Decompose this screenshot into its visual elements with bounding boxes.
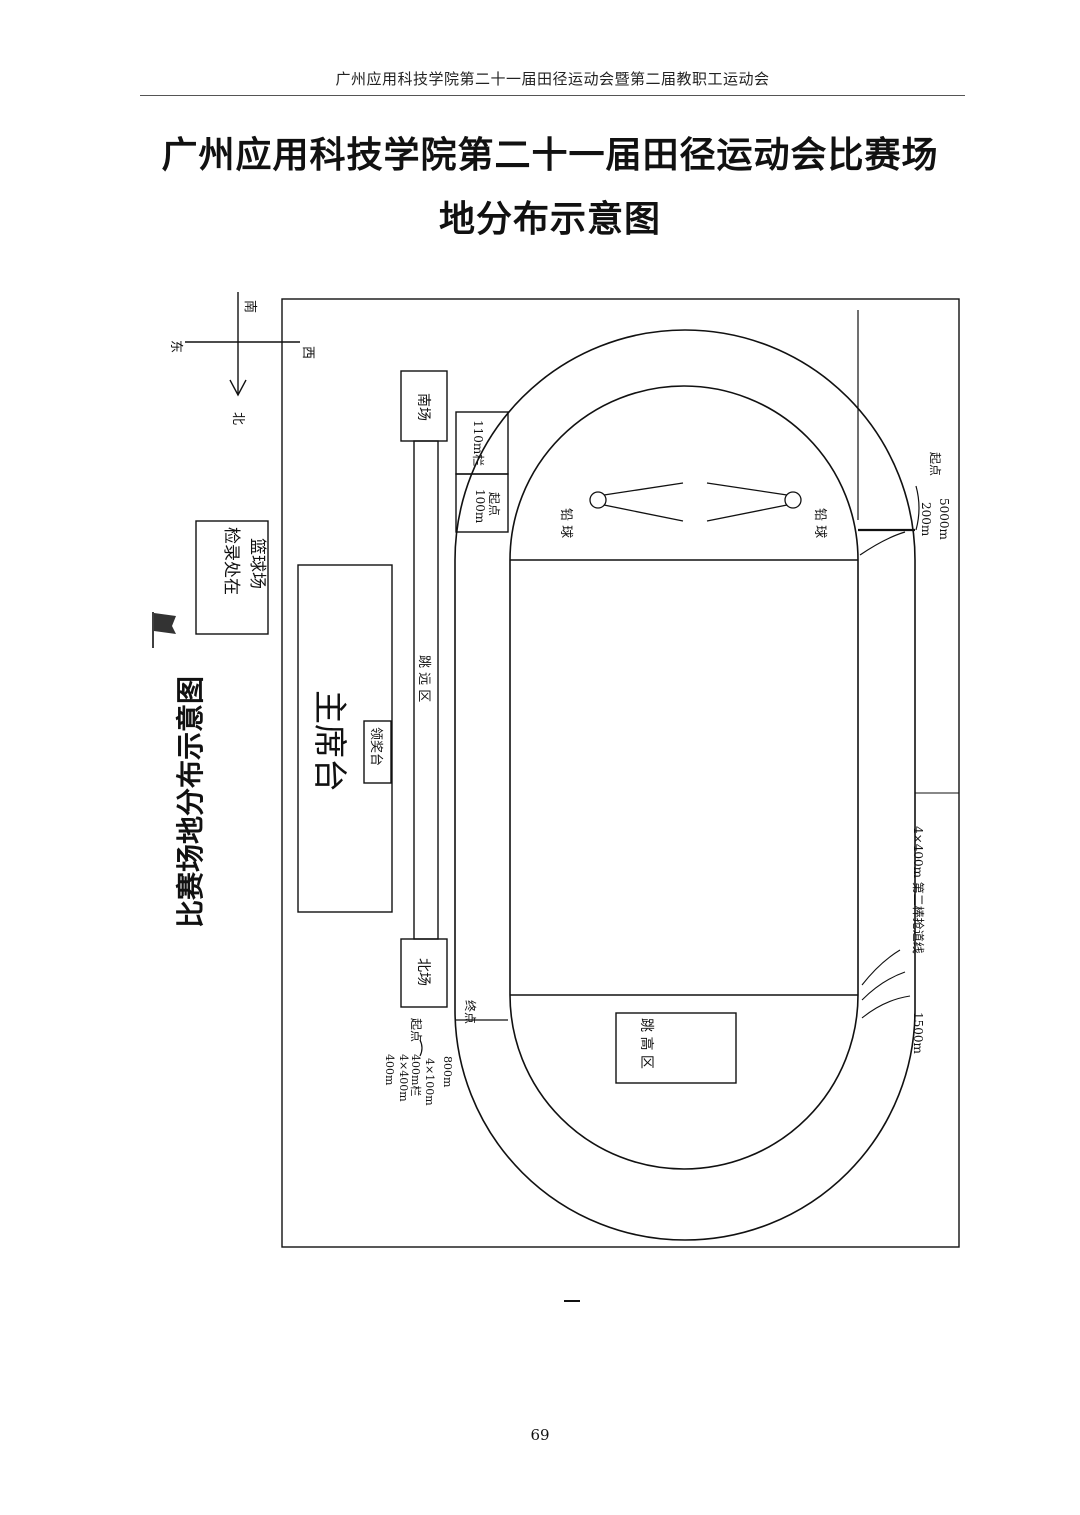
stagger-curve-1500m: [861, 995, 911, 1019]
shot-put-circle-right: [784, 491, 802, 509]
high-jump-label: 跳 高 区: [638, 1018, 655, 1069]
right-200m-label: 200m: [919, 502, 933, 537]
track-inner-line: [509, 385, 859, 1170]
flag-icon: [152, 612, 176, 648]
right-start-brace: [915, 485, 920, 531]
award-stand-label: 领奖台: [368, 727, 383, 766]
start-100m-line-2: 起点: [487, 492, 501, 516]
right-5000m-label: 5000m: [937, 498, 951, 541]
group-400m: 400m: [383, 1054, 396, 1086]
group-4x100m: 4×100m: [423, 1058, 436, 1106]
relay-line-label: 4×400m 第二棒抢道线: [911, 826, 926, 954]
left-start-label: 起点: [409, 1018, 423, 1042]
long-jump-label: 跳 远 区: [416, 655, 431, 702]
north-field-label: 北场: [415, 958, 431, 986]
high-jump-box: [615, 1012, 737, 1084]
shot-put-area: [589, 482, 802, 522]
stagger-curve-200m: [859, 531, 906, 556]
compass-arrow-icon: [229, 379, 247, 397]
south-field-label: 南场: [415, 393, 431, 421]
north-field-box: [400, 938, 448, 1008]
compass-north-label: 北: [230, 412, 245, 425]
track-outer-line: [454, 329, 916, 1241]
compass-west-label: 西: [300, 346, 315, 359]
shot-put-sector-right-a: [706, 482, 788, 496]
hurdles-110-label: 110m栏: [471, 420, 486, 466]
shot-put-right-label: 铅 球: [812, 508, 827, 538]
main-stand-label: 主席台: [309, 690, 349, 792]
relay-curve-1: [861, 949, 901, 986]
compass: [185, 292, 300, 397]
checkin-line-2: 篮球场: [247, 538, 267, 589]
compass-east-label: 东: [168, 340, 183, 353]
left-start-brace: [419, 1039, 423, 1057]
right-1500m-label: 1500m: [911, 1012, 925, 1055]
running-header: 广州应用科技学院第二十一届田径运动会暨第二届教职工运动会: [335, 70, 770, 88]
group-400m-hurdles: 400m栏: [409, 1054, 423, 1096]
page-title-line-2: 地分布示意图: [438, 199, 661, 240]
shot-put-sector-left-b: [603, 504, 684, 522]
group-800m: 800m: [441, 1056, 454, 1088]
relay-curve-2: [861, 971, 906, 1001]
right-start-label: 起点: [928, 452, 942, 476]
finish-label: 终点: [463, 1000, 478, 1024]
compass-south-label: 南: [242, 300, 258, 313]
shot-put-sector-right-b: [706, 504, 788, 522]
shot-put-left-label: 铅 球: [558, 508, 573, 538]
start-100m-box: [455, 473, 509, 533]
main-stand-box: [297, 564, 393, 913]
page-title-line-1: 广州应用科技学院第二十一届田径运动会比赛场: [161, 135, 939, 176]
field-border: [281, 298, 960, 1248]
header-rule: [140, 95, 965, 96]
checkin-line-1: 检录处在: [221, 527, 241, 595]
start-100m-line-1: 100m: [473, 489, 487, 524]
shot-put-sector-left-a: [603, 482, 684, 496]
page-number: 69: [530, 1426, 550, 1444]
side-caption: 比赛场地分布示意图: [174, 676, 207, 928]
award-stand-box: [363, 720, 392, 784]
checkin-basketball-box: [195, 520, 269, 635]
group-4x400m: 4×400m: [397, 1054, 410, 1102]
shot-put-circle-left: [589, 491, 607, 509]
